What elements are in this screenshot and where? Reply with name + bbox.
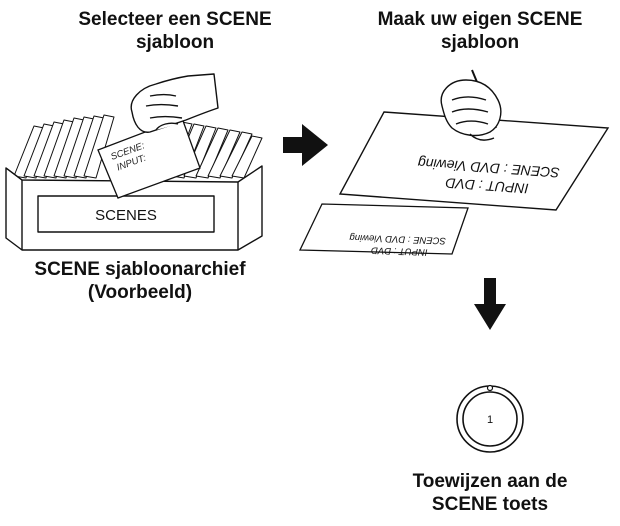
- caption-select-template: Selecteer een SCENE sjabloon: [40, 8, 310, 54]
- pointing-hand-icon: [130, 73, 219, 133]
- scene-key-number: 1: [487, 414, 493, 426]
- caption-make-line1: Maak uw eigen SCENE: [377, 9, 583, 30]
- caption-assign-line1: Toewijzen aan de: [412, 471, 568, 492]
- large-card-input-label: INPUT : DVD: [445, 175, 529, 197]
- caption-select-line2: sjabloon: [135, 32, 215, 53]
- archive-label-plate: [37, 195, 215, 233]
- caption-template-archive: SCENE sjabloonarchief (Voorbeeld): [5, 258, 275, 304]
- small-card-input-label: INPUT : DVD: [371, 244, 428, 257]
- arrow-down-icon: [474, 278, 506, 330]
- caption-make-template: Maak uw eigen SCENE sjabloon: [355, 8, 605, 54]
- archive-box-label: SCENES: [95, 207, 157, 224]
- small-card-scene-label: SCENE : DVD Viewing: [349, 232, 446, 246]
- writing-hand-icon: [440, 69, 502, 141]
- custom-template-sheet: SCENE : DVD Viewing INPUT : DVD: [338, 111, 610, 211]
- held-template-card: SCENE: INPUT:: [97, 117, 201, 199]
- caption-archive-line1: SCENE sjabloonarchief: [34, 259, 246, 280]
- caption-archive-line2: (Voorbeeld): [87, 282, 193, 303]
- caption-assign-line2: SCENE toets: [431, 494, 549, 515]
- caption-make-line2: sjabloon: [440, 32, 520, 53]
- caption-assign-scene-key: Toewijzen aan de SCENE toets: [380, 470, 600, 516]
- template-archive-box: [5, 114, 263, 251]
- scene-key-icon: 1: [456, 384, 524, 453]
- scene-key-indicator: [486, 384, 494, 392]
- finished-template-card: SCENE : DVD Viewing INPUT : DVD: [298, 203, 469, 257]
- caption-select-line1: Selecteer een SCENE: [78, 9, 272, 30]
- arrow-right-icon: [283, 124, 328, 166]
